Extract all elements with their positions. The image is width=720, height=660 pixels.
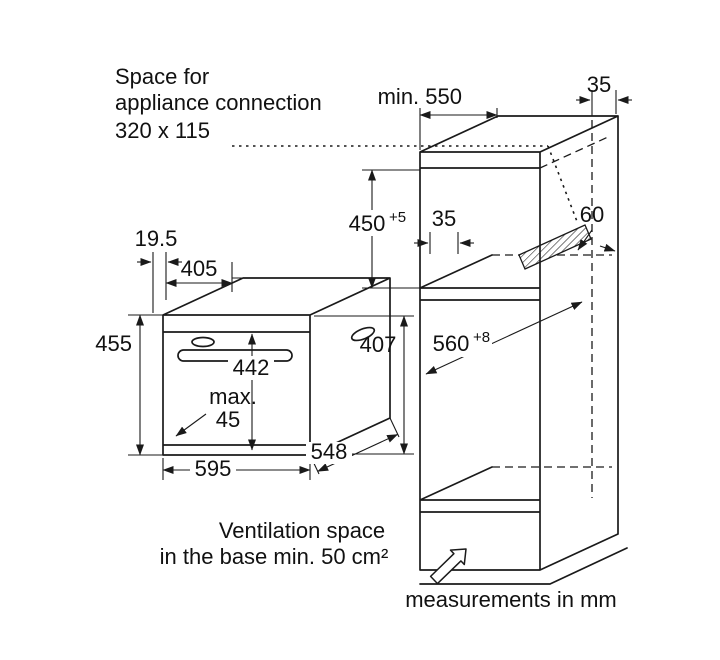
dim-niche-depth-tolerance: +8: [473, 329, 490, 346]
note-space-for: Space for: [115, 64, 209, 89]
cabinet-hidden-lines: [492, 120, 612, 498]
grip-left-icon: [191, 336, 215, 348]
ventilation-note-line2: in the base min. 50 cm²: [160, 544, 389, 569]
connection-space-hatch: [518, 224, 592, 270]
dim-oven-depth-label: 548: [311, 439, 348, 464]
ventilation-arrow-icon: [429, 548, 467, 585]
dim-connection-depth-label: 60: [580, 202, 604, 227]
dim-oven-width-label: 595: [195, 456, 232, 481]
labels: Space for appliance connection 320 x 115…: [95, 64, 616, 612]
dim-niche-depth-label: 560: [433, 331, 470, 356]
dim-handle-note-line1: max.: [209, 384, 257, 409]
note-connection-size: 320 x 115: [115, 118, 210, 143]
dimension-lines: [128, 90, 632, 480]
dim-rear-height-label: 407: [360, 332, 397, 357]
note-appliance-connection: appliance connection: [115, 90, 322, 115]
dim-top-depth-label: 405: [181, 256, 218, 281]
dim-front-gap-label: 35: [432, 206, 456, 231]
grip-right-icon: [350, 326, 376, 342]
dim-handle-note-line2: 45: [216, 407, 240, 432]
label-plates: [190, 210, 492, 480]
dim-front-height-label: 442: [233, 355, 270, 380]
dim-niche-height-tolerance: +5: [389, 209, 406, 226]
dim-oven-height-label: 455: [95, 331, 132, 356]
units-note: measurements in mm: [405, 587, 617, 612]
dim-min-depth-label: min. 550: [378, 84, 462, 109]
dim-niche-height-label: 450: [349, 211, 386, 236]
oven-body: [162, 277, 391, 456]
dim-top-offset-label: 19.5: [135, 226, 178, 251]
ventilation-note-line1: Ventilation space: [219, 518, 385, 543]
dim-rear-gap-label: 35: [587, 72, 611, 97]
